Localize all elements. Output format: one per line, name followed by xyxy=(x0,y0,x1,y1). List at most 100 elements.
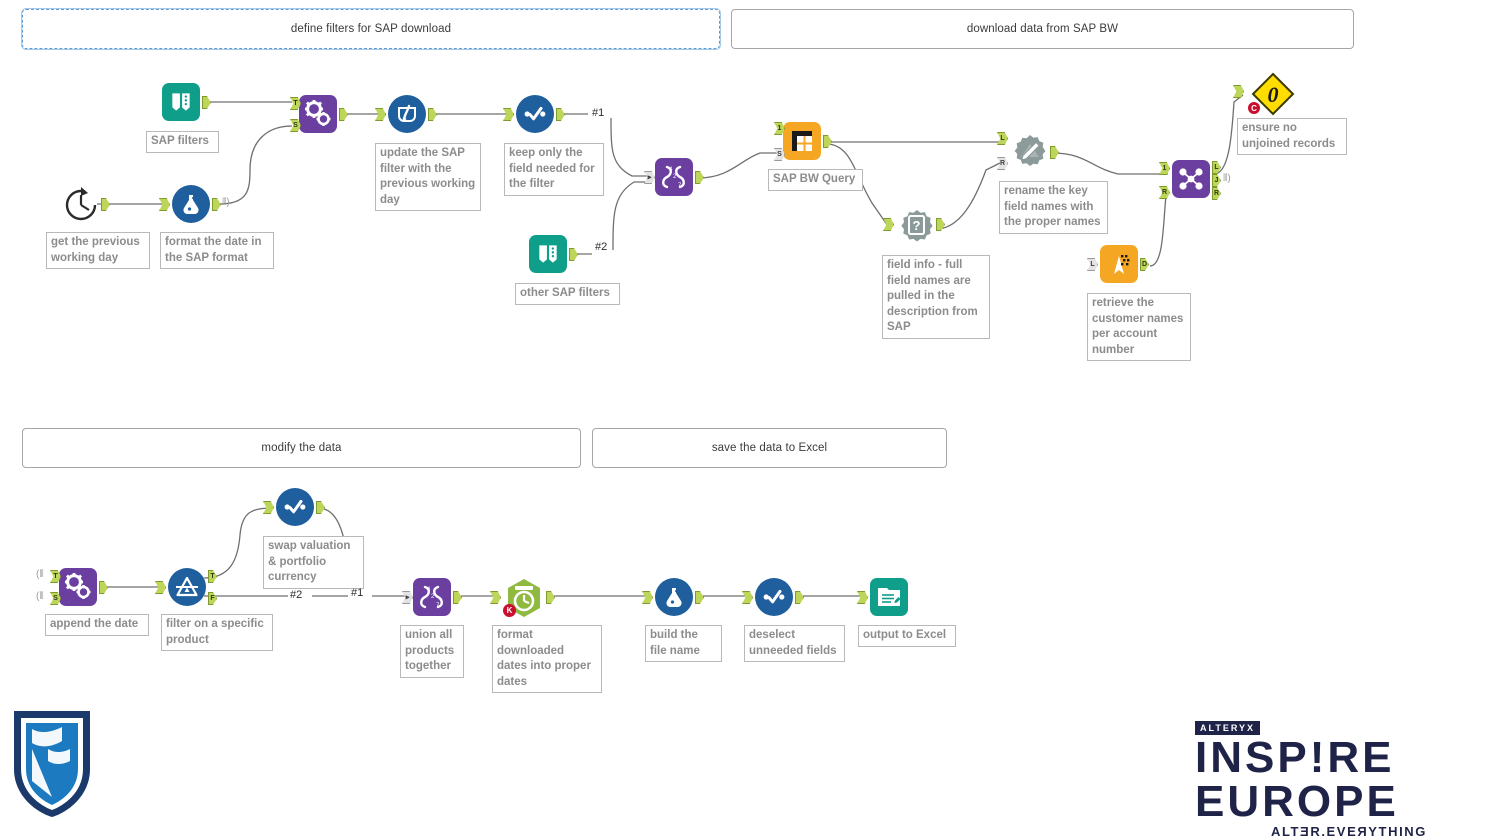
output-anchor[interactable] xyxy=(936,218,945,231)
tool-field-info-macro[interactable]: ? xyxy=(883,205,945,250)
tool-container-modify-data[interactable]: modify the data xyxy=(22,428,581,468)
output-anchor[interactable] xyxy=(569,248,578,261)
connection-label-4: #1 xyxy=(351,587,364,599)
annotation-build-filename: build the file name xyxy=(645,625,722,663)
sap-bw-query-icon xyxy=(783,122,821,160)
tool-test-no-unjoined[interactable]: 0 C xyxy=(1233,70,1297,123)
input-anchor-multi[interactable]: ⫸ xyxy=(402,591,413,604)
output-anchor-join[interactable]: J xyxy=(1212,174,1221,187)
output-anchor[interactable] xyxy=(823,135,832,148)
output-data-icon xyxy=(870,578,908,616)
input-anchor-right[interactable]: R xyxy=(997,157,1008,170)
tool-dynamic-replace[interactable]: T S xyxy=(290,95,348,133)
output-anchor[interactable] xyxy=(546,591,555,604)
input-anchor[interactable] xyxy=(742,591,753,604)
input-anchor-left[interactable]: L xyxy=(997,132,1008,145)
svg-text:7: 7 xyxy=(436,603,440,609)
output-anchor[interactable] xyxy=(453,591,462,604)
annotation-sap-filters: SAP filters xyxy=(146,131,219,153)
annotation-format-date-sap: format the date in the SAP format xyxy=(160,232,274,270)
output-anchor[interactable] xyxy=(556,108,565,121)
output-anchor[interactable] xyxy=(428,108,437,121)
tool-container-download-data[interactable]: download data from SAP BW xyxy=(731,9,1354,49)
wireless-output-icon: ⦀) xyxy=(1223,173,1231,184)
input-anchor[interactable] xyxy=(263,501,274,514)
tool-select-deselect-fields[interactable] xyxy=(742,578,804,616)
tool-dynamic-replace-append-date[interactable]: T S (⦀ (⦀ xyxy=(36,568,108,606)
input-anchor[interactable] xyxy=(159,198,170,211)
tool-select-swap-currency[interactable] xyxy=(263,488,325,526)
macro-question-icon: ? xyxy=(901,210,933,242)
tool-formula-build-filename[interactable] xyxy=(642,578,704,616)
tool-datetime-format[interactable]: K xyxy=(490,577,555,626)
tool-container-save-excel[interactable]: save the data to Excel xyxy=(592,428,947,468)
input-anchor[interactable] xyxy=(883,218,894,231)
tool-output-excel[interactable] xyxy=(857,578,908,616)
output-anchor-data[interactable]: D xyxy=(1140,258,1149,271)
input-anchor-left[interactable]: L xyxy=(1087,258,1098,271)
input-anchor-left[interactable]: 1 xyxy=(1159,162,1170,175)
tool-formula-format-date[interactable]: ⦀) xyxy=(159,185,230,223)
annotation-union-products: union all products together xyxy=(400,625,464,678)
tool-union-top[interactable]: ⫸ 4 2 7 xyxy=(644,158,704,196)
annotation-keep-field: keep only the field needed for the filte… xyxy=(504,143,604,196)
clock-hex-icon xyxy=(508,579,540,617)
tool-text-input-other-sap-filters[interactable] xyxy=(529,235,578,273)
svg-text:?: ? xyxy=(913,218,921,233)
tool-select-keep-field[interactable] xyxy=(503,95,565,133)
customer-lookup-icon xyxy=(1100,245,1138,283)
output-anchor[interactable] xyxy=(339,108,348,121)
annotation-filter-product: filter on a specific product xyxy=(161,614,273,652)
input-anchor[interactable] xyxy=(642,591,653,604)
tool-datetime-now[interactable] xyxy=(61,185,110,230)
tool-data-cleanse[interactable] xyxy=(375,95,437,133)
tool-container-define-filters[interactable]: define filters for SAP download xyxy=(21,8,721,50)
output-anchor-right[interactable]: R xyxy=(1212,187,1221,200)
output-anchor-left[interactable]: L xyxy=(1212,161,1221,174)
tool-customer-lookup[interactable]: L D xyxy=(1087,245,1149,283)
wireless-input-icon: (⦀ xyxy=(36,591,44,602)
connection-label-2: #2 xyxy=(595,241,608,253)
union-icon: 4 2 7 xyxy=(655,158,693,196)
input-anchor[interactable] xyxy=(375,108,386,121)
annotation-sap-bw-query: SAP BW Query xyxy=(768,169,863,191)
tool-join[interactable]: 1 R L J R ⦀) xyxy=(1159,160,1231,200)
tool-filter-product[interactable]: T F xyxy=(155,568,217,606)
output-anchor[interactable] xyxy=(101,198,110,211)
annotation-output-excel: output to Excel xyxy=(858,625,956,647)
output-anchor-true[interactable]: T xyxy=(208,570,217,583)
annotation-get-previous-working-day: get the previous working day xyxy=(46,232,150,270)
svg-text:2: 2 xyxy=(431,594,435,600)
output-anchor[interactable] xyxy=(695,171,704,184)
input-anchor[interactable] xyxy=(155,581,166,594)
standard-bank-shield-logo xyxy=(8,705,96,823)
tool-union-products[interactable]: ⫸ 4 2 7 xyxy=(402,578,462,616)
datetime-badge: K xyxy=(503,604,516,617)
output-anchor[interactable] xyxy=(212,198,221,211)
wireless-input-icon: (⦀ xyxy=(36,569,44,580)
output-anchor[interactable] xyxy=(1050,146,1059,159)
output-anchor[interactable] xyxy=(316,501,325,514)
output-anchor[interactable] xyxy=(795,591,804,604)
tool-sap-bw-query[interactable]: 1 S xyxy=(774,122,832,161)
input-anchor[interactable] xyxy=(857,591,868,604)
svg-text:7: 7 xyxy=(678,183,682,189)
tool-text-input-sap-filters[interactable] xyxy=(162,83,211,121)
tool-dynamic-rename[interactable]: L R xyxy=(997,132,1059,178)
input-anchor[interactable] xyxy=(490,591,501,604)
bucket-brush-icon xyxy=(388,95,426,133)
input-anchor-right[interactable]: R xyxy=(1159,186,1170,199)
gears-icon xyxy=(299,95,337,133)
test-warning-icon: 0 xyxy=(1251,72,1295,116)
container-title: save the data to Excel xyxy=(711,442,828,454)
input-anchor[interactable] xyxy=(503,108,514,121)
output-anchor[interactable] xyxy=(202,96,211,109)
output-anchor[interactable] xyxy=(99,581,108,594)
output-anchor-false[interactable]: F xyxy=(208,592,217,605)
annotation-format-dates: format downloaded dates into proper date… xyxy=(492,625,602,694)
output-anchor[interactable] xyxy=(695,591,704,604)
formula-icon xyxy=(655,578,693,616)
input-anchor[interactable] xyxy=(1233,85,1244,98)
input-anchor-multi[interactable]: ⫸ xyxy=(644,171,655,184)
